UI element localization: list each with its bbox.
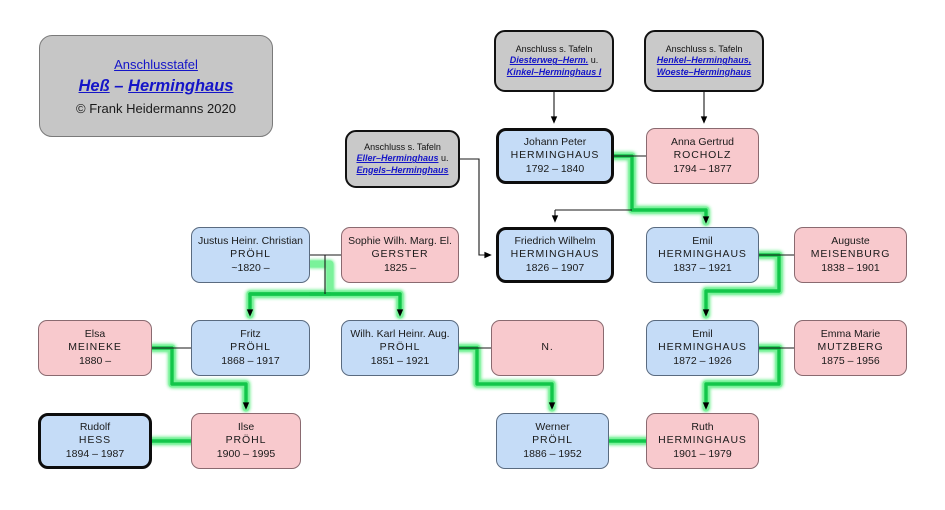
reference-link[interactable]: Kinkel–Herminghaus I [506, 66, 602, 77]
reference-connector: u. [588, 55, 599, 66]
person-given-name: Rudolf [79, 420, 111, 433]
person-life-dates: 1826 – 1907 [525, 261, 585, 274]
person-surname: PRÖHL [225, 434, 267, 447]
person-surname: PRÖHL [230, 341, 271, 354]
person-surname: MEISENBURG [810, 248, 891, 261]
reference-heading: Anschluss s. Tafeln [515, 43, 593, 54]
family-name-left: Heß [78, 76, 110, 95]
reference-heading: Anschluss s. Tafeln [364, 141, 441, 152]
person-life-dates: 1872 – 1926 [673, 354, 732, 367]
person-given-name: Ilse [237, 420, 255, 433]
person-life-dates: 1851 – 1921 [370, 354, 430, 367]
person-given-name: Friedrich Wilhelm [514, 234, 596, 247]
reference-heading: Anschluss s. Tafeln [665, 43, 743, 54]
person-given-name: Werner [535, 420, 570, 433]
person-surname: ROCHOLZ [673, 149, 732, 162]
title-card: Anschlusstafel Heß – Herminghaus © Frank… [39, 35, 273, 137]
reference-link[interactable]: Engels–Herminghaus [356, 164, 449, 175]
person-life-dates: 1868 – 1917 [221, 354, 280, 367]
reference-box-eller[interactable]: Anschluss s. Tafeln Eller–Herminghaus u.… [345, 130, 460, 188]
person-surname: PRÖHL [532, 434, 573, 447]
person-surname: N. [541, 341, 554, 354]
person-life-dates: 1792 – 1840 [525, 162, 585, 175]
person-surname: PRÖHL [379, 341, 421, 354]
marriage-line-group [150, 154, 781, 443]
reference-link-row: Diesterweg–Herm. u. [510, 55, 599, 67]
reference-link[interactable]: Diesterweg–Herm. [509, 55, 589, 66]
person-given-name: Emil [692, 234, 713, 247]
person-given-name: Anna Gertrud [670, 135, 735, 148]
person-life-dates: 1794 – 1877 [673, 162, 732, 175]
person-given-name: Johann Peter [523, 135, 587, 148]
title-dash: – [109, 76, 129, 95]
reference-box-diesterweg[interactable]: Anschluss s. Tafeln Diesterweg–Herm. u. … [494, 30, 614, 92]
reference-link[interactable]: Henkel–Herminghaus, [656, 55, 752, 66]
chart-type-label: Anschlusstafel [114, 56, 198, 72]
person-life-dates: 1837 – 1921 [673, 261, 732, 274]
reference-link[interactable]: Eller–Herminghaus [356, 153, 439, 164]
person-given-name: Fritz [240, 327, 261, 340]
person-life-dates: 1900 – 1995 [216, 447, 276, 460]
reference-link[interactable]: Woeste–Herminghaus [656, 66, 752, 77]
person-given-name: Ruth [691, 420, 714, 433]
reference-box-henkel[interactable]: Anschluss s. Tafeln Henkel–Herminghaus, … [644, 30, 764, 92]
person-life-dates: 1825 – [383, 261, 417, 274]
person-surname: HERMINGHAUS [658, 434, 747, 447]
copyright-notice: © Frank Heidermanns 2020 [76, 100, 236, 116]
person-surname: HESS [78, 434, 112, 447]
marriage-line-glow-group [148, 152, 783, 445]
reference-link-row: Eller–Herminghaus u. [356, 153, 448, 165]
person-surname: PRÖHL [230, 248, 271, 261]
person-surname: HERMINGHAUS [510, 248, 600, 261]
person-life-dates: 1875 – 1956 [821, 354, 880, 367]
person-box-n-unknown[interactable]: N. [491, 320, 604, 376]
person-given-name: Justus Heinr. Christian [197, 234, 304, 247]
person-life-dates: 1886 – 1952 [523, 447, 582, 460]
person-given-name: Emil [692, 327, 713, 340]
person-given-name: Wilh. Karl Heinr. Aug. [350, 327, 450, 340]
person-life-dates: 1901 – 1979 [673, 447, 732, 460]
person-life-dates: 1880 – [78, 354, 112, 367]
person-given-name: Auguste [831, 234, 870, 247]
edge-proehlgerster-to-wilhkarl [308, 292, 404, 317]
person-life-dates: ~1820 – [231, 261, 270, 274]
chart-families-title: Heß – Herminghaus [79, 77, 234, 96]
person-given-name: Elsa [84, 327, 106, 340]
person-given-name: Emma Marie [820, 327, 881, 340]
person-surname: MUTZBERG [817, 341, 884, 354]
family-name-right: Herminghaus [128, 76, 234, 95]
edge-refeller-to-friedrichwilhelm [460, 158, 492, 259]
person-life-dates: 1894 – 1987 [65, 447, 125, 460]
edge-proehlgerster-to-fritz [246, 292, 332, 317]
person-surname: GERSTER [371, 248, 429, 261]
person-given-name: Sophie Wilh. Marg. El. [348, 234, 452, 247]
person-surname: HERMINGHAUS [658, 248, 747, 261]
person-life-dates: 1838 – 1901 [821, 261, 880, 274]
person-surname: HERMINGHAUS [658, 341, 747, 354]
reference-connector: u. [438, 153, 449, 164]
person-surname: HERMINGHAUS [510, 149, 600, 162]
person-surname: MEINEKE [68, 341, 122, 354]
